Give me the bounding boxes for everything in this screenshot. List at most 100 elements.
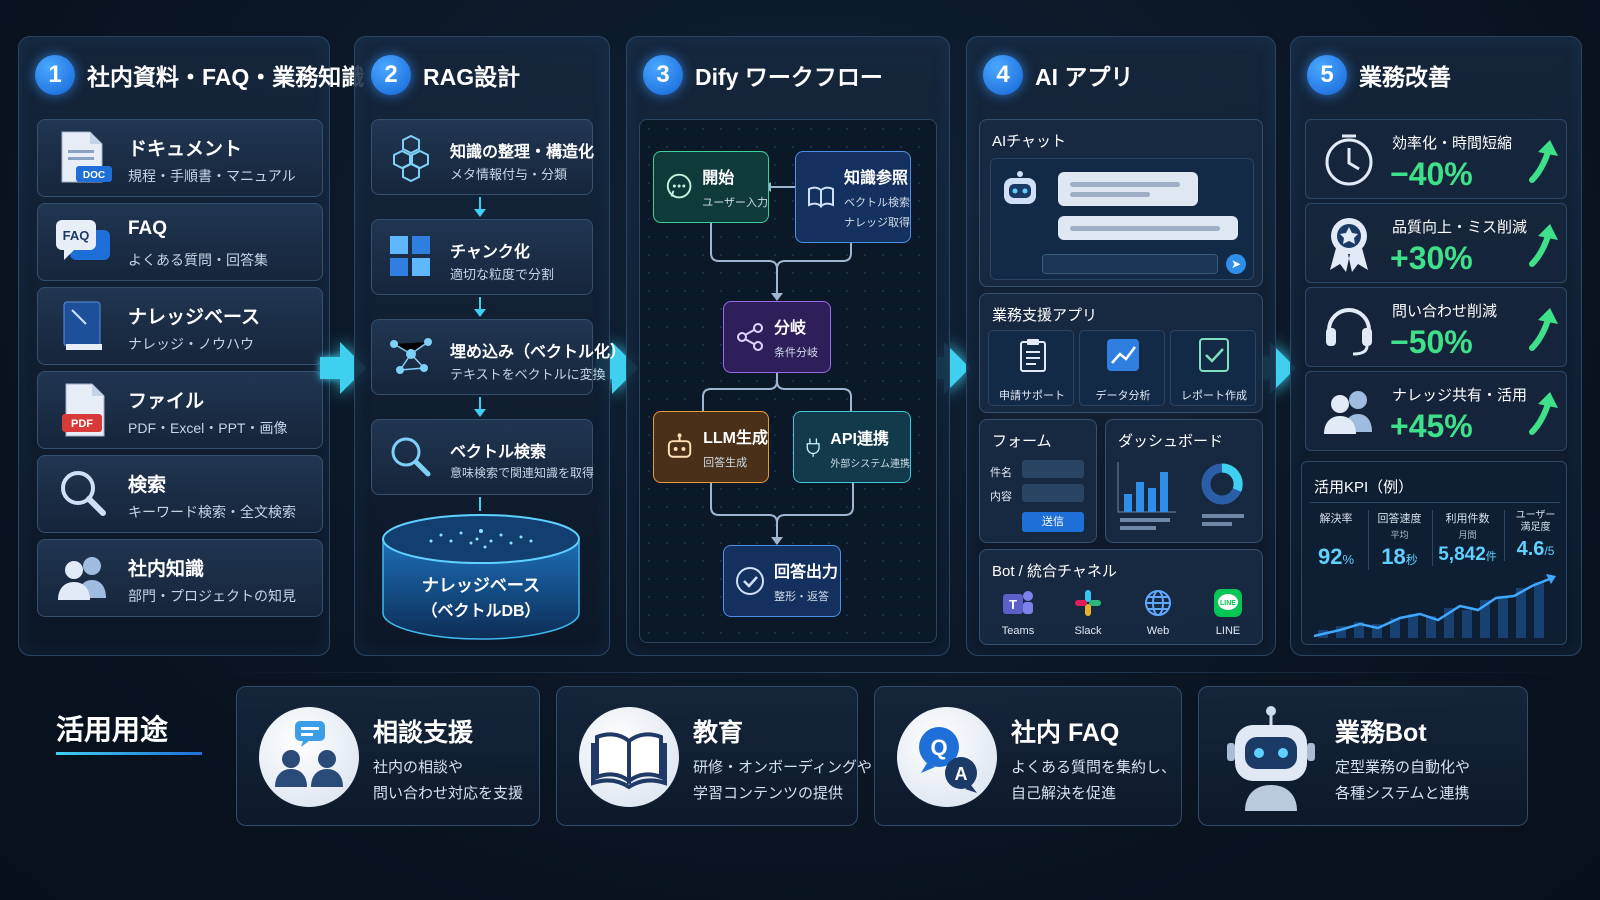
kpi-label: 問い合わせ削減	[1392, 303, 1498, 320]
trend-up-arrow-icon	[1529, 140, 1558, 183]
support-app-report[interactable]: レポート作成	[1170, 330, 1256, 406]
node-subtitle: 回答生成	[703, 457, 748, 469]
source-subtitle: 規程・手順書・マニュアル	[128, 168, 296, 184]
pdf-file-icon: PDF	[62, 383, 105, 437]
svg-text:DOC: DOC	[83, 170, 105, 181]
form-field-label: 内容	[990, 491, 1012, 503]
column-title: AI アプリ	[1035, 64, 1134, 90]
support-app-application[interactable]: 申請サポート	[988, 330, 1074, 406]
form-field-subject[interactable]	[1022, 460, 1084, 478]
node-title: LLM生成	[703, 430, 768, 447]
rag-step-chunking[interactable]: チャンク化 適切な粒度で分割	[371, 219, 593, 295]
vector-db: ナレッジベース （ベクトルDB）	[381, 511, 581, 641]
chat-bubble-bot	[1058, 172, 1198, 206]
kpi-panel: 活用KPI（例） 解決率 92% 回答速度 平均 18秒 利用件数 月間 5,8…	[1301, 461, 1567, 645]
node-subtitle-2: ナレッジ取得	[844, 217, 910, 229]
panel-title: ダッシュボード	[1118, 433, 1224, 450]
source-title: 社内知識	[128, 559, 205, 580]
people-icon	[58, 557, 106, 600]
clock-icon	[1325, 134, 1373, 186]
rag-step-title: 知識の整理・構造化	[450, 144, 595, 161]
network-icon	[390, 338, 432, 374]
usage-card-consultation[interactable]: 相談支援 社内の相談や問い合わせ対応を支援	[236, 686, 540, 826]
source-title: ファイル	[128, 391, 205, 412]
kpi-col-value: 92	[1317, 544, 1343, 569]
rag-step-title: 埋め込み（ベクトル化）	[450, 344, 627, 361]
channel-label: LINE	[1215, 625, 1241, 637]
workflow-node-knowledge[interactable]: 知識参照ベクトル検索ナレッジ取得	[795, 151, 911, 243]
kpi-label: 品質向上・ミス削減	[1392, 219, 1528, 236]
channel-teams[interactable]: T Teams	[996, 588, 1040, 640]
kpi-row-inquiries: 問い合わせ削減 −50%	[1305, 287, 1567, 367]
source-subtitle: 部門・プロジェクトの知見	[128, 588, 296, 604]
source-card-search[interactable]: 検索 キーワード検索・全文検索	[37, 455, 323, 533]
node-title: 知識参照	[844, 170, 909, 187]
source-card-document[interactable]: DOC ドキュメント 規程・手順書・マニュアル	[37, 119, 323, 197]
step-number: 5	[1307, 55, 1347, 95]
kpi-col-speed: 回答速度 平均 18秒	[1368, 510, 1430, 570]
form-field-label: 件名	[990, 467, 1012, 479]
plug-icon	[806, 438, 820, 457]
form-field-content[interactable]	[1022, 484, 1084, 502]
rag-step-subtitle: 意味検索で関連知識を取得	[450, 466, 595, 480]
channel-web[interactable]: Web	[1136, 588, 1180, 640]
source-subtitle: PDF・Excel・PPT・画像	[128, 420, 288, 436]
workflow-node-output[interactable]: 回答出力整形・返答	[723, 545, 841, 617]
rag-step-structuring[interactable]: 知識の整理・構造化 メタ情報付与・分類	[371, 119, 595, 195]
usage-card-education[interactable]: 教育 研修・オンボーディングや学習コンテンツの提供	[556, 686, 872, 826]
node-title: 開始	[702, 170, 735, 187]
robot-icon	[1221, 703, 1321, 813]
node-subtitle: 条件分岐	[774, 347, 818, 359]
check-circle-icon	[736, 567, 764, 595]
workflow-node-llm[interactable]: LLM生成回答生成	[653, 411, 769, 483]
source-subtitle: よくある質問・回答集	[128, 252, 268, 268]
source-card-faq[interactable]: FAQ FAQ よくある質問・回答集	[37, 203, 323, 281]
team-icon	[1324, 391, 1372, 434]
kpi-value: −40%	[1390, 156, 1473, 192]
send-icon[interactable]: ➤	[1226, 254, 1246, 274]
trend-up-arrow-icon	[1529, 224, 1558, 267]
usage-card-description: 社内の相談や問い合わせ対応を支援	[373, 759, 524, 802]
teams-icon: T	[1003, 591, 1033, 614]
source-card-knowledge-base[interactable]: ナレッジベース ナレッジ・ノウハウ	[37, 287, 323, 365]
trend-up-arrow-icon	[1529, 308, 1558, 351]
workflow-node-api[interactable]: API連携外部システム連携	[793, 411, 911, 483]
source-card-internal-knowledge[interactable]: 社内知識 部門・プロジェクトの知見	[37, 539, 323, 617]
rag-step-embedding[interactable]: 埋め込み（ベクトル化） テキストをベクトルに変換	[371, 319, 626, 395]
open-book-icon	[579, 707, 679, 807]
usage-card-business-bot[interactable]: 業務Bot 定型業務の自動化や各種システムと連携	[1198, 686, 1528, 826]
share-branch-icon	[737, 323, 763, 351]
support-app-label: 申請サポート	[999, 390, 1065, 402]
source-title: FAQ	[128, 218, 168, 239]
channel-label: Slack	[1074, 625, 1102, 637]
workflow-node-branch[interactable]: 分岐条件分岐	[723, 301, 831, 373]
panel-title: Bot / 統合チャネル	[992, 563, 1117, 580]
kpi-col-unit: 件	[1485, 551, 1497, 563]
kpi-row-efficiency: 効率化・時間短縮 −40%	[1305, 119, 1567, 199]
source-card-file[interactable]: PDF ファイル PDF・Excel・PPT・画像	[37, 371, 323, 449]
step-number: 4	[983, 55, 1023, 95]
panel-title: 業務支援アプリ	[992, 307, 1098, 324]
kpi-col-value: 5,842	[1438, 544, 1486, 565]
workflow-node-start[interactable]: 開始ユーザー入力	[653, 151, 769, 223]
down-arrow	[479, 397, 481, 413]
search-icon	[61, 471, 106, 516]
support-app-analysis[interactable]: データ分析	[1079, 330, 1165, 406]
node-subtitle: 整形・返答	[774, 591, 829, 603]
channel-slack[interactable]: Slack	[1066, 588, 1110, 640]
kpi-col-value: 4.6	[1516, 538, 1545, 560]
ai-chat-panel[interactable]: AIチャット ➤	[979, 119, 1263, 287]
rag-step-subtitle: メタ情報付与・分類	[450, 167, 568, 182]
dashboard-panel[interactable]: ダッシュボード	[1105, 419, 1263, 543]
kpi-col-head: ユーザー満足度	[1515, 510, 1556, 533]
svg-text:A: A	[955, 764, 968, 784]
channel-line[interactable]: LINE LINE	[1206, 588, 1250, 640]
kpi-col-resolution: 解決率 92%	[1306, 510, 1366, 570]
column-title: Dify ワークフロー	[695, 64, 883, 90]
chat-input[interactable]	[1042, 254, 1218, 274]
form-submit-button[interactable]: 送信	[1022, 512, 1084, 532]
rag-step-vector-search[interactable]: ベクトル検索 意味検索で関連知識を取得	[371, 419, 595, 495]
column-title: 社内資料・FAQ・業務知識	[87, 64, 365, 90]
trend-up-arrow-icon	[1529, 392, 1558, 435]
